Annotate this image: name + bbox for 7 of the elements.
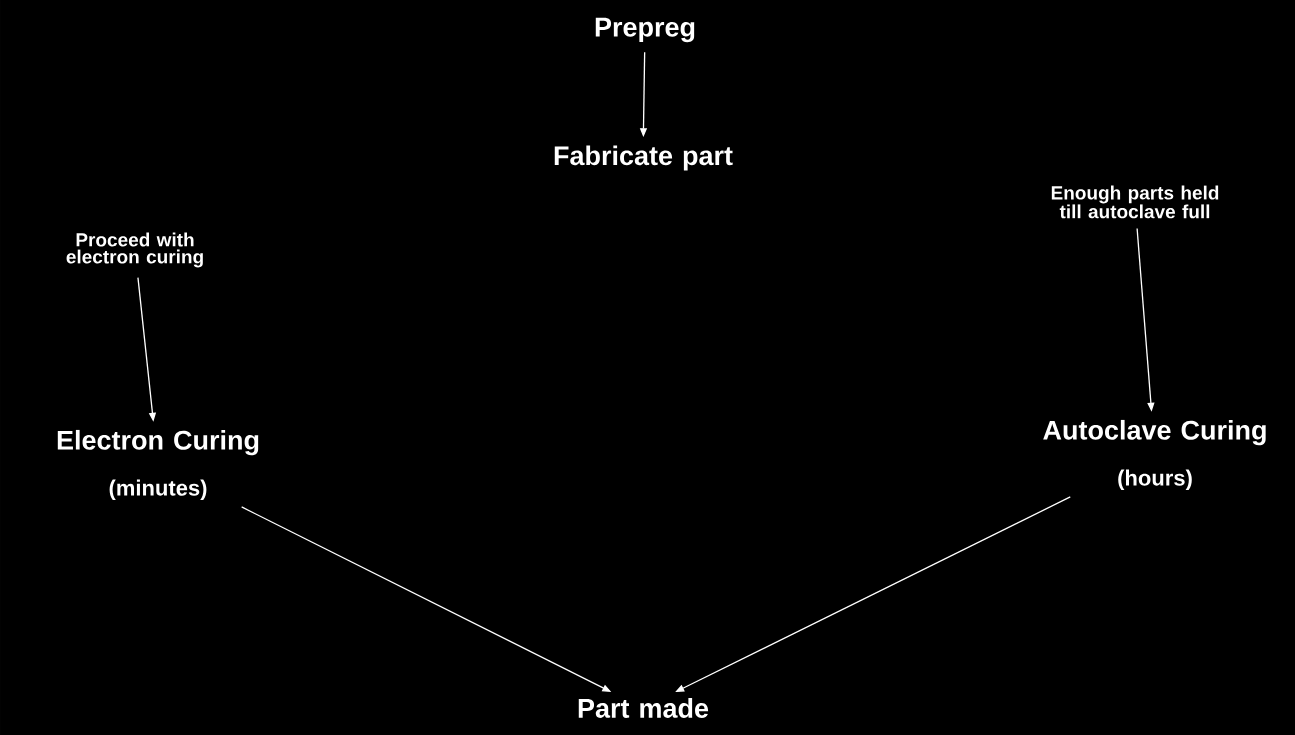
step-label: Part made — [578, 698, 709, 718]
step-label: Fabricate part — [554, 145, 733, 171]
note-label: Enough parts held till autoclave full — [1051, 185, 1219, 219]
step-label: Autoclave Curing (hours) — [1043, 419, 1266, 491]
step-label: Prepreg — [595, 17, 695, 43]
note-label: Proceed with electron curing — [66, 232, 203, 268]
step-label: Electron Curing (minutes) — [57, 429, 259, 501]
